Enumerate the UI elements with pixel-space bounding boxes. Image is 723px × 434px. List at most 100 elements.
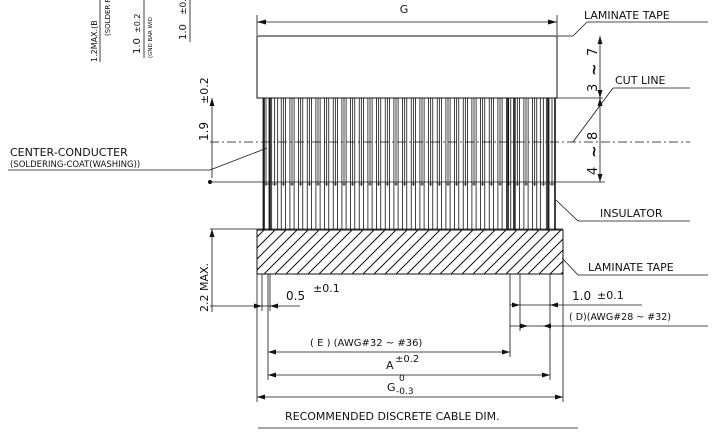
insulator-stub xyxy=(454,183,460,231)
svg-text:CUT LINE: CUT LINE xyxy=(615,74,666,87)
hatch-line xyxy=(461,230,507,274)
insulator-stub xyxy=(367,183,373,231)
svg-text:8: 8 xyxy=(586,132,601,140)
hatch-line xyxy=(296,230,342,274)
svg-text:~: ~ xyxy=(585,145,603,158)
hatch-line xyxy=(257,230,298,271)
svg-text:~: ~ xyxy=(585,63,603,76)
hatch-line xyxy=(406,230,452,274)
hatch-line xyxy=(362,230,408,274)
dim-pitch: 0.5 ±0.1 xyxy=(210,282,340,309)
hatch-line xyxy=(384,230,430,274)
insulator-stub xyxy=(332,183,338,231)
svg-text:1.0: 1.0 xyxy=(572,289,591,303)
hatch-line xyxy=(285,230,331,274)
insulator-stub xyxy=(488,183,494,231)
hatch-line xyxy=(307,230,353,274)
dim-e: ( E ) (AWG#32 ~ #36) xyxy=(268,338,510,355)
note-10-a: 1.0 xyxy=(132,38,143,54)
svg-text:( D)(AWG#28 ~ #32): ( D)(AWG#28 ~ #32) xyxy=(569,312,671,323)
note-02-a: ±0.2 xyxy=(133,14,142,33)
note-b-max: 1.2MAX.(B xyxy=(90,20,99,62)
hatch-pattern xyxy=(257,230,563,274)
insulator-stub xyxy=(471,183,477,231)
callout-insulator: INSULATOR xyxy=(555,199,690,222)
svg-text:±0.2: ±0.2 xyxy=(198,77,211,104)
hatch-line xyxy=(263,230,309,274)
svg-text:1.9: 1.9 xyxy=(197,122,211,141)
svg-text:(SOLDERING-COAT(WASHING)): (SOLDERING-COAT(WASHING)) xyxy=(10,160,140,170)
hatch-line xyxy=(439,230,485,274)
insulator-stub xyxy=(306,183,312,231)
insulator-stub xyxy=(324,183,330,231)
insulator-stub xyxy=(514,183,520,231)
insulator-stub xyxy=(298,183,304,231)
hatch-line xyxy=(516,230,562,274)
extension-lines xyxy=(256,274,564,402)
insulator-stub xyxy=(497,183,503,231)
cable-conductors xyxy=(262,98,556,231)
note-10-b: 1.0 xyxy=(178,24,189,40)
insulator-stub xyxy=(445,183,451,231)
hatch-line xyxy=(274,230,320,274)
hatch-line xyxy=(395,230,441,274)
hatch-line xyxy=(329,230,375,274)
insulator-stub xyxy=(410,183,416,231)
svg-text:4: 4 xyxy=(586,167,601,175)
dim-tape-range: 3 ~ 7 xyxy=(585,36,603,98)
insulator-stub xyxy=(419,183,425,231)
insulator-stub xyxy=(480,183,486,231)
svg-text:±0.1: ±0.1 xyxy=(597,289,624,302)
svg-text:0.5: 0.5 xyxy=(286,289,305,303)
dim-g-bottom: G 0 -0.3 xyxy=(257,374,563,400)
svg-text:0: 0 xyxy=(399,374,405,384)
hatch-line xyxy=(549,260,563,274)
callout-cut-line: CUT LINE xyxy=(572,74,690,143)
hatch-line xyxy=(417,230,463,274)
hatch-line xyxy=(527,238,563,274)
dim-g-top: G xyxy=(256,3,558,35)
svg-text:INSULATOR: INSULATOR xyxy=(600,207,663,220)
hatch-line xyxy=(494,230,540,274)
hatch-line xyxy=(340,230,386,274)
note-gnd: (GND BAR WID xyxy=(148,17,154,58)
hatch-line xyxy=(428,230,474,274)
dim-solder-length: 1.9 ±0.2 xyxy=(197,77,215,178)
dim-a: A ±0.2 xyxy=(268,354,550,378)
insulator-stub xyxy=(384,183,390,231)
svg-text:G: G xyxy=(387,381,396,394)
side-notes: 1.2MAX.(B (SOLDER P 1.0 ±0.2 (GND BAR WI… xyxy=(90,0,191,62)
dim-max-22: 2.2 MAX. xyxy=(198,229,215,312)
insulator-stub xyxy=(280,183,286,231)
note-0-b: ±0. xyxy=(179,0,189,15)
laminate-tape-bottom xyxy=(256,229,564,275)
hatch-line xyxy=(450,230,496,274)
hatch-line xyxy=(483,230,529,274)
insulator-stub xyxy=(376,183,382,231)
svg-text:2.2 MAX.: 2.2 MAX. xyxy=(198,263,211,312)
note-solder: (SOLDER P xyxy=(104,0,112,36)
hatch-line xyxy=(257,230,287,260)
insulator-stub xyxy=(428,183,434,231)
insulator-stub xyxy=(350,183,356,231)
hatch-line xyxy=(472,230,518,274)
hatch-line xyxy=(351,230,397,274)
svg-text:LAMINATE TAPE: LAMINATE TAPE xyxy=(588,261,674,274)
callout-center-conductor: CENTER-CONDUCTER (SOLDERING-COAT(WASHING… xyxy=(8,146,268,171)
insulator-stub xyxy=(341,183,347,231)
svg-text:( E ) (AWG#32 ~ #36): ( E ) (AWG#32 ~ #36) xyxy=(310,338,422,349)
callout-laminate-bottom: LAMINATE TAPE xyxy=(561,257,708,276)
laminate-tape-top xyxy=(256,35,558,99)
insulator-stub xyxy=(271,183,279,231)
svg-text:±0.1: ±0.1 xyxy=(313,282,340,295)
insulator-stub xyxy=(393,183,399,231)
dim-strip-range: 4 ~ 8 xyxy=(585,98,603,182)
svg-text:LAMINATE TAPE: LAMINATE TAPE xyxy=(584,9,670,22)
insulator-stub xyxy=(548,183,556,231)
svg-text:-0.3: -0.3 xyxy=(396,387,414,397)
hatch-line xyxy=(257,230,276,249)
hatch-line xyxy=(505,230,551,274)
insulator-stub xyxy=(289,183,295,231)
insulator-stub xyxy=(436,183,442,231)
